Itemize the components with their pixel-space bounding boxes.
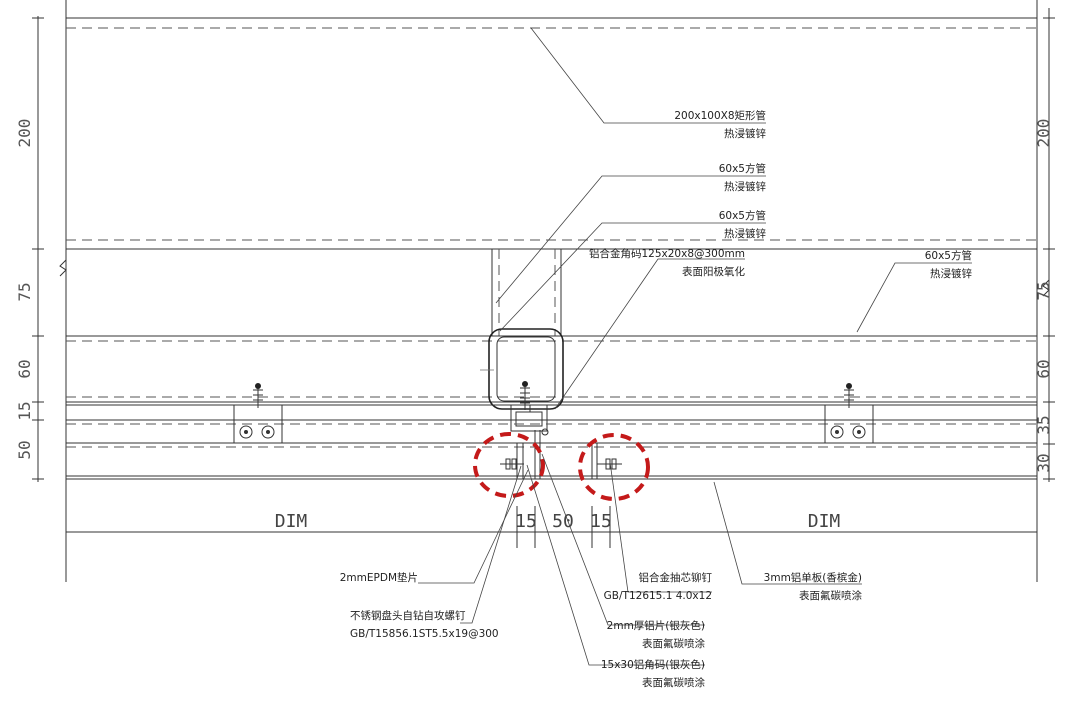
svg-text:GB/T12615.1 4.0x12: GB/T12615.1 4.0x12 bbox=[604, 590, 712, 602]
dim-right-75: 75 bbox=[1034, 281, 1053, 300]
dim-right-60: 60 bbox=[1034, 359, 1053, 378]
note-alu-corner: 15x30铝角码(银灰色) 表面氟碳喷涂 bbox=[601, 658, 706, 689]
note-square-tube-a: 60x5方管 热浸镀锌 bbox=[719, 162, 767, 193]
dim-bottom-dim-right: DIM bbox=[808, 511, 841, 532]
svg-text:200x100X8矩形管: 200x100X8矩形管 bbox=[674, 109, 766, 122]
note-alu-sheet: 2mm厚铝片(银灰色) 表面氟碳喷涂 bbox=[607, 619, 706, 650]
dim-bottom-50: 50 bbox=[552, 511, 574, 532]
svg-text:2mmEPDM垫片: 2mmEPDM垫片 bbox=[340, 571, 418, 584]
svg-text:铝合金抽芯铆钉: 铝合金抽芯铆钉 bbox=[639, 571, 713, 584]
dim-left-50: 50 bbox=[15, 440, 34, 459]
dim-right-200: 200 bbox=[1034, 119, 1053, 148]
dim-bottom-15-right: 15 bbox=[590, 511, 612, 532]
highlight-circle-right bbox=[578, 433, 650, 501]
rect-tube-200x100 bbox=[66, 17, 1037, 250]
note-epdm: 2mmEPDM垫片 bbox=[340, 571, 418, 584]
svg-text:热浸镀锌: 热浸镀锌 bbox=[724, 180, 766, 193]
dim-left-75: 75 bbox=[15, 282, 34, 301]
dim-bottom-15-left: 15 bbox=[515, 511, 537, 532]
svg-text:2mm厚铝片(银灰色): 2mm厚铝片(银灰色) bbox=[607, 619, 705, 632]
left-dimension-chain: 200 75 60 15 50 bbox=[15, 16, 67, 482]
note-square-tube-right: 60x5方管 热浸镀锌 bbox=[925, 249, 973, 280]
svg-text:热浸镀锌: 热浸镀锌 bbox=[724, 127, 766, 140]
note-rivet: 铝合金抽芯铆钉 GB/T12615.1 4.0x12 bbox=[604, 571, 713, 602]
right-dimension-chain: 200 75 60 35 30 bbox=[1034, 8, 1055, 482]
note-square-tube-b: 60x5方管 热浸镀锌 bbox=[719, 209, 767, 240]
svg-text:不锈钢盘头自钻自攻螺钉: 不锈钢盘头自钻自攻螺钉 bbox=[350, 609, 466, 622]
highlight-circle-left bbox=[473, 432, 545, 498]
svg-text:热浸镀锌: 热浸镀锌 bbox=[724, 227, 766, 240]
svg-text:60x5方管: 60x5方管 bbox=[719, 209, 766, 222]
svg-text:表面氟碳喷涂: 表面氟碳喷涂 bbox=[799, 589, 862, 602]
dim-left-15: 15 bbox=[15, 401, 34, 420]
vertical-square-tube bbox=[491, 249, 562, 336]
note-rect-tube: 200x100X8矩形管 热浸镀锌 bbox=[674, 109, 766, 140]
dim-bottom-dim-left: DIM bbox=[275, 511, 308, 532]
screw-center bbox=[520, 381, 530, 410]
note-alu-panel: 3mm铝单板(香槟金) 表面氟碳喷涂 bbox=[764, 571, 863, 602]
left-clip-bracket bbox=[233, 383, 283, 444]
svg-text:60x5方管: 60x5方管 bbox=[925, 249, 972, 262]
svg-text:热浸镀锌: 热浸镀锌 bbox=[930, 267, 972, 280]
svg-text:表面氟碳喷涂: 表面氟碳喷涂 bbox=[642, 637, 705, 650]
leader-lines bbox=[418, 27, 972, 666]
square-tube-section bbox=[480, 328, 564, 410]
svg-text:15x30铝角码(银灰色): 15x30铝角码(银灰色) bbox=[601, 658, 705, 671]
svg-text:60x5方管: 60x5方管 bbox=[719, 162, 766, 175]
svg-text:表面氟碳喷涂: 表面氟碳喷涂 bbox=[642, 676, 705, 689]
dim-left-60: 60 bbox=[15, 359, 34, 378]
bottom-dimension-chain: DIM 15 50 15 DIM bbox=[65, 506, 1038, 548]
joint-detail bbox=[500, 428, 622, 479]
note-screw: 不锈钢盘头自钻自攻螺钉 GB/T15856.1ST5.5x19@300 bbox=[350, 609, 499, 640]
svg-text:3mm铝单板(香槟金): 3mm铝单板(香槟金) bbox=[764, 571, 862, 584]
dim-right-35: 35 bbox=[1034, 415, 1053, 434]
svg-text:表面阳极氧化: 表面阳极氧化 bbox=[682, 265, 745, 278]
dim-right-30: 30 bbox=[1034, 453, 1053, 472]
right-clip-bracket bbox=[824, 383, 874, 444]
horizontal-square-tube bbox=[66, 335, 1037, 403]
dim-left-200: 200 bbox=[15, 119, 34, 148]
svg-text:铝合金角码125x20x8@300mm: 铝合金角码125x20x8@300mm bbox=[589, 247, 745, 260]
svg-text:GB/T15856.1ST5.5x19@300: GB/T15856.1ST5.5x19@300 bbox=[350, 628, 499, 640]
alu-panel-layers bbox=[66, 404, 1037, 480]
note-alu-angle: 铝合金角码125x20x8@300mm 表面阳极氧化 bbox=[589, 247, 746, 278]
